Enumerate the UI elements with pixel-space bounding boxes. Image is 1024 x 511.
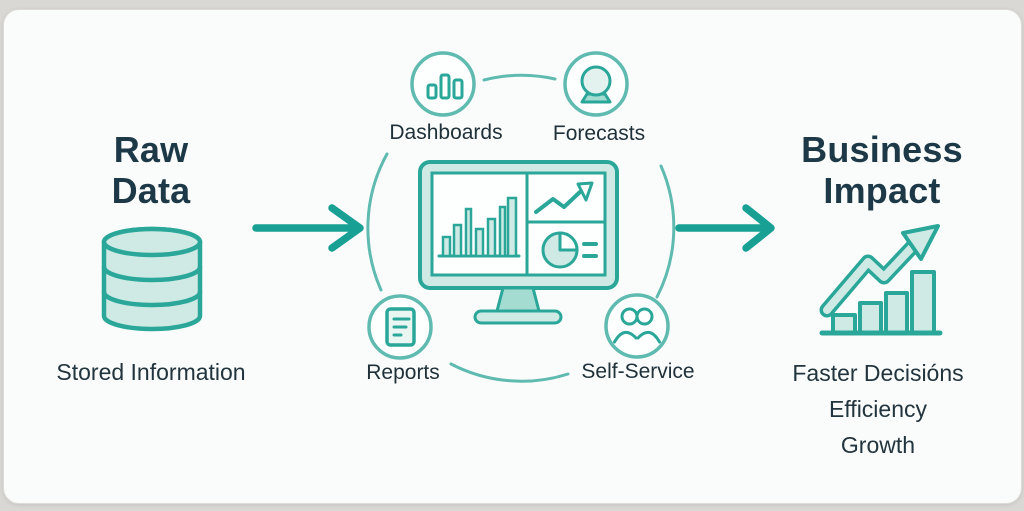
ring-arc-bottom <box>449 362 570 383</box>
capability-label-reports: Reports <box>366 361 440 384</box>
report-document-icon <box>367 294 433 360</box>
ring-arc-left <box>366 152 389 292</box>
raw-data-title-line1: Raw <box>113 129 189 170</box>
input-arrow-right-icon <box>252 204 364 252</box>
bar-chart-icon <box>410 51 476 117</box>
output-arrow-right-icon <box>675 204 775 252</box>
crystal-ball-icon <box>563 51 629 117</box>
capability-label-forecasts: Forecasts <box>552 122 646 145</box>
growth-chart-icon <box>819 224 943 336</box>
screen-line-chart <box>534 181 594 214</box>
screen-bar-chart <box>437 196 521 258</box>
business-impact-title: Business Impact <box>752 129 1012 211</box>
business-impact-title-line1: Business <box>801 129 963 170</box>
stored-information-caption: Stored Information <box>56 359 246 385</box>
screen-pie-chart <box>541 231 598 269</box>
ring-arc-right <box>655 164 676 299</box>
capability-label-dashboards: Dashboards <box>389 121 503 144</box>
database-icon <box>101 226 203 332</box>
raw-data-title: Raw Data <box>41 129 261 211</box>
analytics-monitor-icon <box>418 160 619 325</box>
outcome-faster-decisions: Faster Decisións <box>792 360 964 386</box>
business-impact-title-line2: Impact <box>823 170 941 211</box>
connector-ring <box>366 73 676 383</box>
capability-label-self-service: Self-Service <box>581 360 695 383</box>
outcome-efficiency: Efficiency <box>828 396 927 422</box>
business-outcomes-list: Faster Decisións Efficiency Growth <box>728 355 1024 463</box>
people-icon <box>604 293 670 359</box>
ring-arc-top <box>482 73 557 82</box>
outcome-growth: Growth <box>840 432 916 458</box>
raw-data-title-line2: Data <box>111 170 191 211</box>
monitor-stand <box>473 286 563 325</box>
